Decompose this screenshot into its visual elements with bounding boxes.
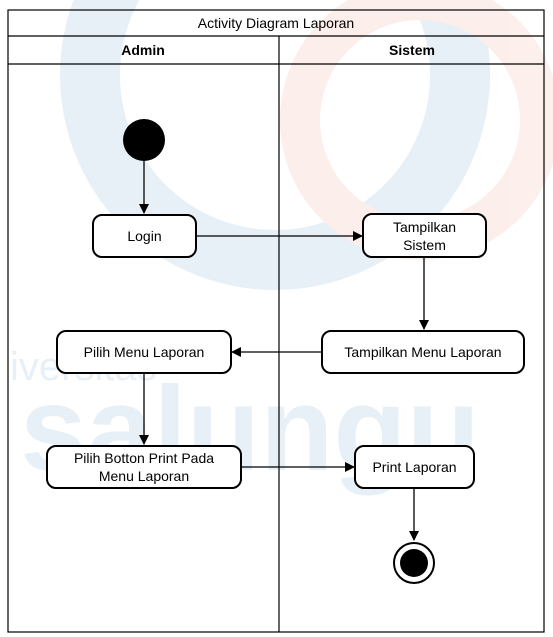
diagram-title: Activity Diagram Laporan	[198, 15, 354, 31]
action-tampilkan-sistem: Tampilkan Sistem	[362, 213, 487, 258]
diagram-border	[7, 9, 545, 633]
watermark: salungu iversitas	[10, 0, 553, 496]
edges	[139, 161, 429, 541]
action-label-line2: Sistem	[403, 237, 446, 253]
action-label-line1: Pilih Botton Print Pada	[74, 450, 214, 466]
swimlane-frame: Activity Diagram Laporan Admin Sistem	[7, 9, 545, 633]
action-label: Login	[127, 228, 161, 244]
action-box	[362, 213, 487, 258]
nodes: Login Tampilkan Sistem Tampilkan Menu La…	[46, 119, 525, 584]
watermark-ring-blue	[60, 0, 490, 290]
initial-node	[123, 119, 165, 161]
action-label: Print Laporan	[372, 459, 456, 475]
action-pilih-botton-print: Pilih Botton Print Pada Menu Laporan	[46, 445, 242, 489]
final-node	[393, 542, 435, 584]
action-label: Pilih Menu Laporan	[84, 344, 205, 360]
action-box	[56, 330, 232, 374]
action-label-line2: Menu Laporan	[99, 468, 189, 484]
action-box	[321, 330, 525, 374]
action-label: Tampilkan Menu Laporan	[344, 344, 501, 360]
action-label-line1: Tampilkan	[393, 219, 456, 235]
action-login: Login	[92, 214, 197, 258]
action-tampilkan-menu-laporan: Tampilkan Menu Laporan	[321, 330, 525, 374]
lane-header-sistem: Sistem	[389, 42, 435, 58]
action-box	[354, 445, 475, 489]
action-box	[92, 214, 197, 258]
action-box	[46, 445, 242, 489]
action-pilih-menu-laporan: Pilih Menu Laporan	[56, 330, 232, 374]
lane-header-admin: Admin	[121, 42, 165, 58]
action-print-laporan: Print Laporan	[354, 445, 475, 489]
final-node-dot	[400, 549, 428, 577]
